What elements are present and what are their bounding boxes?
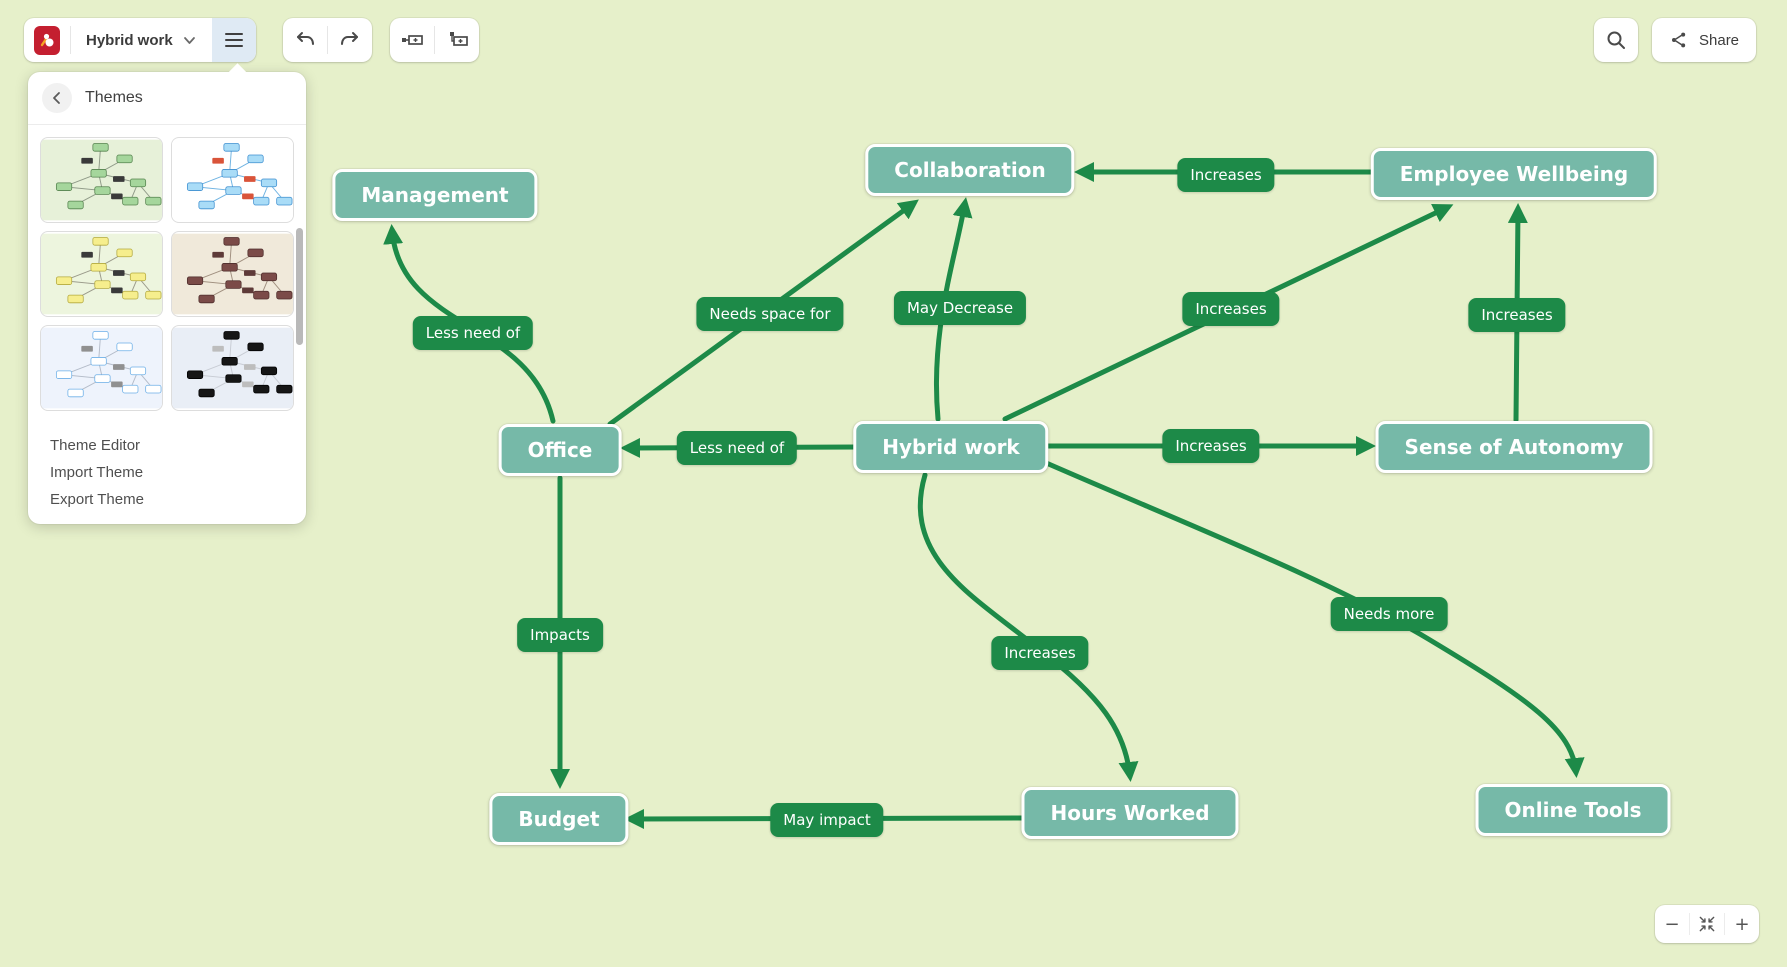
back-button[interactable] bbox=[42, 83, 72, 113]
fit-screen-button[interactable] bbox=[1690, 905, 1724, 943]
zoom-controls: − + bbox=[1655, 905, 1759, 943]
zoom-out-button[interactable]: − bbox=[1655, 905, 1689, 943]
map-title: Hybrid work bbox=[86, 31, 173, 49]
theme-thumbnail-light-blue[interactable] bbox=[40, 325, 163, 411]
edge-label-office-to-budget[interactable]: Impacts bbox=[517, 618, 603, 652]
edge-label-employee-wellbeing-to-collaboration[interactable]: Increases bbox=[1177, 158, 1275, 192]
redo-button[interactable] bbox=[328, 18, 372, 62]
insert-toolbar bbox=[390, 18, 479, 62]
fit-screen-icon bbox=[1699, 916, 1715, 932]
toolbar-divider bbox=[434, 26, 435, 54]
edge-label-hours-worked-to-budget[interactable]: May impact bbox=[770, 803, 884, 837]
undo-icon bbox=[297, 32, 314, 45]
edge-hybrid-work-to-online-tools[interactable] bbox=[1041, 459, 1585, 778]
zoom-in-button[interactable]: + bbox=[1725, 905, 1759, 943]
menu-button[interactable] bbox=[211, 18, 256, 62]
chevron-down-icon bbox=[183, 36, 195, 44]
node-office[interactable]: Office bbox=[498, 424, 622, 476]
undo-redo-toolbar bbox=[283, 18, 372, 62]
themes-panel-header: Themes bbox=[28, 72, 306, 124]
edge-label-hybrid-work-to-hours-worked[interactable]: Increases bbox=[991, 636, 1089, 670]
share-label: Share bbox=[1699, 31, 1740, 49]
theme-thumbnail-brown[interactable] bbox=[171, 231, 294, 317]
node-hours-worked[interactable]: Hours Worked bbox=[1021, 787, 1239, 839]
themes-grid bbox=[28, 125, 306, 423]
theme-thumbnail-blue-orange[interactable] bbox=[171, 137, 294, 223]
link-import-theme[interactable]: Import Theme bbox=[50, 464, 144, 481]
add-subtopic-icon bbox=[450, 32, 468, 46]
node-budget[interactable]: Budget bbox=[489, 793, 629, 845]
main-toolbar: Hybrid work bbox=[24, 18, 256, 62]
theme-thumbnail-yellow[interactable] bbox=[40, 231, 163, 317]
edge-label-sense-of-autonomy-to-employee-wellbeing[interactable]: Increases bbox=[1468, 298, 1566, 332]
node-online-tools[interactable]: Online Tools bbox=[1475, 784, 1671, 836]
node-hybrid-work[interactable]: Hybrid work bbox=[853, 421, 1049, 473]
node-management[interactable]: Management bbox=[332, 169, 538, 221]
redo-icon bbox=[341, 32, 358, 45]
app-logo-button[interactable] bbox=[24, 18, 70, 62]
add-topic-icon bbox=[402, 35, 423, 45]
search-icon bbox=[1607, 31, 1625, 49]
toolbar-divider bbox=[327, 26, 328, 54]
node-employee-wellbeing[interactable]: Employee Wellbeing bbox=[1370, 148, 1658, 200]
undo-button[interactable] bbox=[283, 18, 327, 62]
mindomo-logo-icon bbox=[34, 25, 60, 55]
link-theme-editor[interactable]: Theme Editor bbox=[50, 437, 141, 454]
map-title-dropdown[interactable]: Hybrid work bbox=[71, 18, 212, 62]
toolbar-divider bbox=[1689, 913, 1690, 935]
panel-divider bbox=[28, 124, 306, 125]
edge-hybrid-work-to-hours-worked[interactable] bbox=[917, 472, 1139, 782]
hamburger-icon bbox=[224, 33, 243, 47]
theme-thumbnail-green[interactable] bbox=[40, 137, 163, 223]
add-subtopic-button[interactable] bbox=[435, 18, 479, 62]
edge-label-hybrid-work-to-sense-of-autonomy[interactable]: Increases bbox=[1162, 429, 1260, 463]
share-button[interactable]: Share bbox=[1652, 18, 1757, 62]
add-topic-button[interactable] bbox=[390, 18, 434, 62]
share-icon bbox=[1672, 32, 1686, 48]
edge-label-hybrid-work-to-collaboration[interactable]: May Decrease bbox=[893, 291, 1027, 325]
panel-scrollbar[interactable] bbox=[296, 228, 303, 345]
edge-label-hybrid-work-to-online-tools[interactable]: Needs more bbox=[1330, 597, 1448, 631]
theme-thumbnail-dark[interactable] bbox=[171, 325, 294, 411]
edge-label-office-to-management[interactable]: Less need of bbox=[412, 316, 534, 350]
themes-panel-title: Themes bbox=[85, 89, 143, 106]
search-button[interactable] bbox=[1594, 18, 1638, 62]
node-sense-of-autonomy[interactable]: Sense of Autonomy bbox=[1375, 421, 1653, 473]
edge-label-office-to-collaboration[interactable]: Needs space for bbox=[696, 297, 844, 331]
edge-label-hybrid-work-to-employee-wellbeing[interactable]: Increases bbox=[1182, 292, 1280, 326]
toolbar-divider bbox=[70, 26, 71, 54]
chevron-left-icon bbox=[53, 92, 60, 104]
link-export-theme[interactable]: Export Theme bbox=[50, 491, 144, 508]
edge-label-hybrid-work-to-office[interactable]: Less need of bbox=[676, 431, 798, 465]
node-collaboration[interactable]: Collaboration bbox=[865, 144, 1075, 196]
toolbar-divider bbox=[1724, 913, 1725, 935]
